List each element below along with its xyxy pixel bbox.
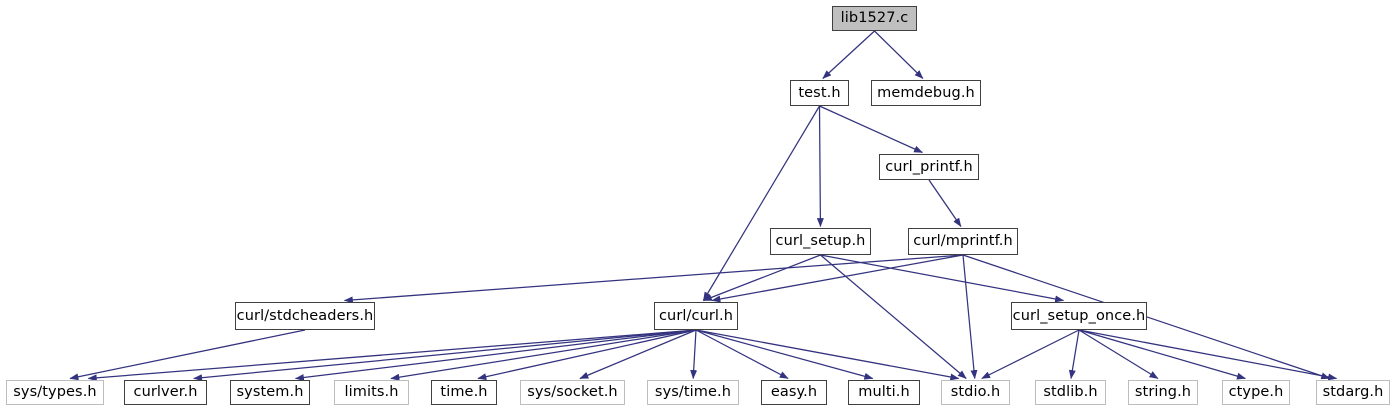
graph-edge-lib1527-c-to-memdebug-h [874,30,924,79]
graph-node-lib1527-c[interactable]: lib1527.c [832,6,917,31]
graph-edge-curl-curl-h-to-sys-socket-h [579,329,697,380]
graph-node-time-h[interactable]: time.h [431,380,497,405]
graph-edge-curl-setup-once-h-to-string-h [1078,329,1159,380]
graph-node-label: curl/stdcheaders.h [236,307,374,324]
graph-node-label: curlver.h [133,384,198,401]
graph-node-label: test.h [798,84,841,101]
graph-node-label: sys/socket.h [527,384,618,401]
graph-node-label: curl/curl.h [658,307,734,324]
graph-node-label: stdlib.h [1043,384,1098,401]
graph-node-curl-curl-h[interactable]: curl/curl.h [654,302,738,330]
graph-edge-curl-setup-once-h-to-stdio-h [981,329,1080,380]
graph-edge-curl-setup-h-to-curl-setup-once-h [820,254,1065,303]
graph-node-label: curl_setup.h [775,233,866,250]
graph-node-stdarg-h[interactable]: stdarg.h [1316,380,1390,405]
graph-node-sys-types-h[interactable]: sys/types.h [6,380,104,405]
graph-edge-test-h-to-curl-curl-h [702,105,821,302]
graph-node-curl-setup-h[interactable]: curl_setup.h [770,228,871,255]
graph-node-curl-printf-h[interactable]: curl_printf.h [879,154,979,180]
graph-node-label: curl/mprintf.h [913,233,1013,250]
graph-node-stdio-h[interactable]: stdio.h [941,380,1010,405]
graph-node-label: system.h [236,384,304,401]
graph-edge-curl-curl-h-to-sys-time-h [690,329,698,380]
graph-node-label: stdio.h [950,384,1001,401]
graph-node-label: sys/time.h [654,384,732,401]
graph-edge-curl-setup-once-h-to-stdarg-h [1078,329,1338,381]
graph-edge-lib1527-c-to-test-h [822,30,875,79]
graph-edge-curl-setup-h-to-curl-curl-h [702,254,821,302]
graph-node-label: limits.h [344,384,399,401]
graph-node-label: memdebug.h [877,84,975,101]
graph-node-curl-stdcheaders-h[interactable]: curl/stdcheaders.h [235,302,375,330]
graph-node-label: ctype.h [1228,384,1284,401]
graph-node-system-h[interactable]: system.h [230,380,310,405]
graph-node-label: multi.h [858,384,910,401]
graph-edge-curl-printf-h-to-curl-mprintf-h [928,179,962,227]
graph-node-memdebug-h[interactable]: memdebug.h [871,80,981,106]
graph-node-stdlib-h[interactable]: stdlib.h [1035,380,1106,405]
graph-node-curl-mprintf-h[interactable]: curl/mprintf.h [908,228,1018,255]
graph-edge-curl-mprintf-h-to-curl-stdcheaders-h [343,254,964,304]
graph-node-ctype-h[interactable]: ctype.h [1222,380,1290,405]
graph-node-curlver-h[interactable]: curlver.h [124,380,207,405]
graph-node-test-h[interactable]: test.h [790,80,849,106]
graph-edge-curl-curl-h-to-time-h [477,329,697,381]
graph-edge-curl-curl-h-to-curlver-h [193,329,697,382]
graph-node-label: sys/types.h [13,384,97,401]
graph-node-label: time.h [440,384,488,401]
graph-edge-curl-setup-once-h-to-ctype-h [1078,329,1246,380]
graph-edge-curl-curl-h-to-sys-types-h [87,329,697,382]
graph-edge-curl-curl-h-to-multi-h [695,329,874,380]
graph-node-string-h[interactable]: string.h [1128,380,1198,405]
graph-node-sys-time-h[interactable]: sys/time.h [647,380,739,405]
graph-edge-curl-curl-h-to-stdio-h [695,329,960,381]
graph-node-sys-socket-h[interactable]: sys/socket.h [520,380,625,405]
graph-edge-test-h-to-curl-setup-h [816,105,824,228]
graph-node-label: curl_setup_once.h [1012,307,1146,324]
graph-edge-curl-curl-h-to-system-h [294,329,697,381]
graph-edge-curl-setup-h-to-stdio-h [820,254,967,379]
graph-node-label: stdarg.h [1322,384,1384,401]
graph-node-label: easy.h [770,384,818,401]
graph-edge-curl-curl-h-to-limits-h [390,329,697,381]
graph-edge-curl-stdcheaders-h-to-sys-types-h [69,329,306,381]
graph-edge-curl-curl-h-to-easy-h [695,329,789,380]
graph-node-label: curl_printf.h [885,158,973,175]
graph-edge-curl-setup-once-h-to-stdlib-h [1068,329,1080,380]
graph-edge-curl-mprintf-h-to-curl-curl-h [711,254,964,303]
graph-node-multi-h[interactable]: multi.h [848,380,920,405]
graph-edge-curl-mprintf-h-to-stdio-h [962,254,978,380]
graph-node-label: lib1527.c [840,10,909,27]
graph-node-limits-h[interactable]: limits.h [334,380,409,405]
graph-node-label: string.h [1134,384,1192,401]
graph-node-curl-setup-once-h[interactable]: curl_setup_once.h [1011,302,1147,330]
graph-edge-test-h-to-curl-printf-h [819,105,923,154]
graph-node-easy-h[interactable]: easy.h [761,380,827,405]
